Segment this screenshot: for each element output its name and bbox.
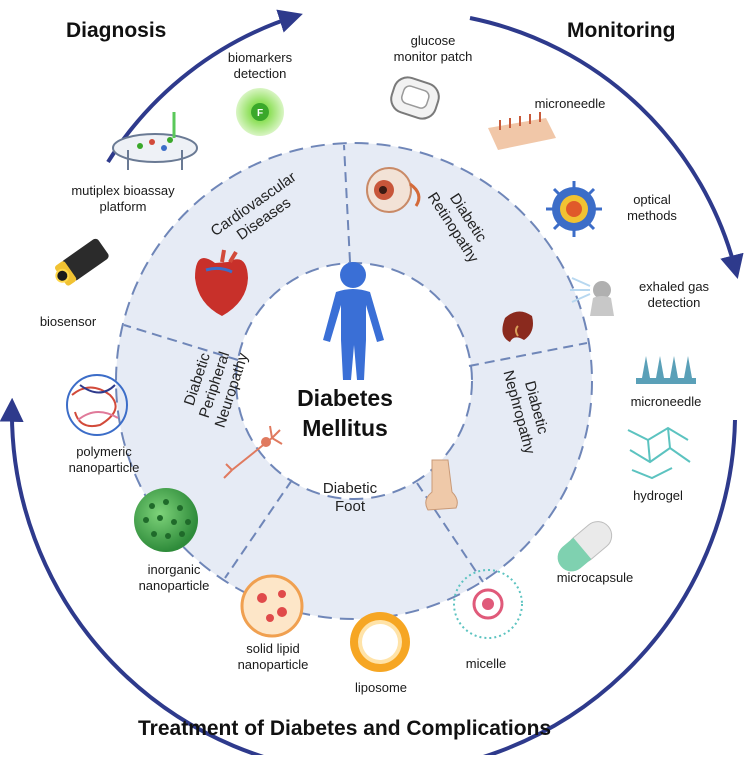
arrow-treatment-to-diagnosis [0, 397, 737, 760]
label-biosensor: biosensor [28, 314, 108, 330]
label-liposome: liposome [336, 680, 426, 696]
label-polymeric-line-2: nanoparticle [68, 460, 140, 475]
biosensor-icon [54, 238, 109, 286]
biomarker-detection-icon: F [236, 88, 284, 136]
label-glucose-patch-line-2: monitor patch [393, 49, 473, 64]
label-microneedle-monitoring-line-1: microneedle [534, 96, 606, 111]
label-exhaled-gas: exhaled gas detection [624, 279, 724, 311]
solid-lipid-nanoparticle-icon [240, 574, 304, 638]
liposome-icon [350, 612, 410, 672]
neuron-icon [223, 425, 283, 479]
label-multiplex-bioassay: mutiplex bioassay platform [48, 183, 198, 215]
center-title-line-1: Diabetes [297, 385, 393, 411]
label-micelle: micelle [446, 656, 526, 672]
label-hydrogel-line-1: hydrogel [633, 488, 683, 503]
label-biomarkers-line-2: detection [233, 66, 287, 81]
label-multiplex-line-2: platform [99, 199, 147, 214]
label-biomarkers-line-1: biomarkers [227, 50, 293, 65]
cycle-arrows [0, 9, 744, 760]
label-liposome-line-1: liposome [354, 680, 408, 695]
polymeric-nanoparticle-icon [66, 374, 128, 436]
label-microneedle-treatment: microneedle [616, 394, 716, 410]
kidney-icon [502, 311, 533, 342]
inorganic-nanoparticle-icon [134, 488, 198, 552]
complication-foot: Diabetic Foot [305, 480, 395, 516]
complication-foot-line-2: Foot [334, 498, 365, 515]
foot-icon [425, 459, 458, 511]
complication-foot-line-1: Diabetic [322, 480, 378, 497]
section-title-monitoring: Monitoring [567, 19, 676, 42]
microcapsule-icon [557, 521, 613, 572]
heart-icon [195, 249, 248, 316]
label-inorganic-line-2: nanoparticle [138, 578, 210, 593]
label-exhaled-line-1: exhaled gas [638, 279, 710, 294]
label-multiplex-line-1: mutiplex bioassay [71, 183, 175, 198]
label-optical-line-2: methods [627, 208, 677, 223]
center-title-line-2: Mellitus [302, 415, 388, 441]
optical-methods-icon [546, 181, 602, 237]
eye-icon [366, 167, 421, 213]
label-glucose-patch: glucose monitor patch [378, 33, 488, 65]
multiplex-bioassay-icon [112, 112, 198, 170]
label-microcapsule-line-1: microcapsule [556, 570, 634, 585]
label-microcapsule: microcapsule [540, 570, 650, 586]
label-exhaled-line-2: detection [647, 295, 701, 310]
center-title: Diabetes Mellitus [275, 383, 415, 443]
section-title-diagnosis: Diagnosis [66, 19, 167, 42]
label-hydrogel: hydrogel [618, 488, 698, 504]
human-figure [323, 262, 384, 380]
label-glucose-patch-line-1: glucose [410, 33, 456, 48]
label-polymeric-line-1: polymeric [76, 444, 132, 459]
label-biomarkers-detection: biomarkers detection [210, 50, 310, 82]
label-solid-lipid-line-1: solid lipid [246, 641, 300, 656]
arrow-monitoring-to-treatment [469, 16, 744, 279]
glucose-patch-icon [390, 76, 440, 120]
label-solid-lipid-line-2: nanoparticle [237, 657, 309, 672]
label-optical-methods: optical methods [612, 192, 692, 224]
label-polymeric-nanoparticle: polymeric nanoparticle [54, 444, 154, 476]
label-solid-lipid-nanoparticle: solid lipid nanoparticle [220, 641, 326, 673]
arrow-diagnosis-to-monitoring [106, 9, 303, 164]
microneedle-patch-icon [488, 112, 556, 150]
label-inorganic-nanoparticle: inorganic nanoparticle [124, 562, 224, 594]
label-micelle-line-1: micelle [465, 656, 507, 671]
hydrogel-icon [627, 426, 691, 480]
label-biosensor-line-1: biosensor [39, 314, 97, 329]
svg-text:F: F [257, 108, 263, 119]
label-microneedle-treatment-line-1: microneedle [630, 394, 702, 409]
section-title-treatment: Treatment of Diabetes and Complications [138, 717, 552, 740]
microneedle-treatment-icon [636, 356, 696, 384]
exhaled-gas-icon [570, 277, 614, 316]
label-inorganic-line-1: inorganic [147, 562, 201, 577]
label-microneedle-monitoring: microneedle [520, 96, 620, 112]
label-optical-line-1: optical [633, 192, 671, 207]
micelle-icon [453, 569, 523, 639]
